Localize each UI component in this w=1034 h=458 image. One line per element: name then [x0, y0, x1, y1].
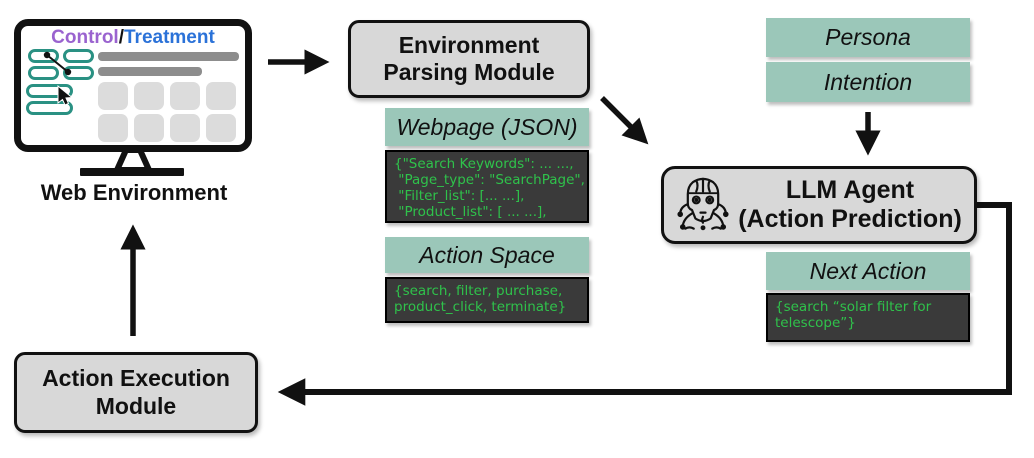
code-line: product_click, terminate} [394, 299, 567, 315]
code-line: "Page_type": "SearchPage", [394, 172, 585, 188]
title-separator: / [118, 27, 124, 48]
monitor-stand-base [80, 168, 184, 176]
environment-parsing-module[interactable]: Environment Parsing Module [348, 20, 590, 98]
monitor-stand-neck [113, 150, 153, 170]
code-line: {search, filter, purchase, [394, 283, 563, 299]
screen-title: Control/Treatment [21, 27, 245, 49]
arrow-parser-to-agent [600, 96, 649, 145]
code-line: telescope”} [775, 315, 856, 331]
content-bar [98, 52, 239, 61]
cursor-icon [57, 84, 74, 106]
persona-label: Persona [825, 24, 911, 50]
action-space-label: Action Space [419, 241, 555, 268]
swap-dot [64, 68, 72, 76]
code-line: {"Search Keywords": ... ..., [394, 156, 574, 172]
product-tile[interactable] [206, 82, 236, 110]
module-label-line: Module [95, 392, 177, 419]
product-tile[interactable] [170, 114, 200, 142]
option-pill[interactable] [63, 66, 94, 80]
monitor-screen: Control/Treatment [21, 26, 245, 145]
intention-box: Intention [766, 62, 970, 102]
module-label-line: (Action Prediction) [738, 205, 962, 233]
action-space-header: Action Space [385, 237, 589, 273]
action-space-code: {search, filter, purchase, product_click… [385, 277, 589, 323]
code-line: "Filter_list": [... ...], [394, 188, 525, 204]
webpage-json-header: Webpage (JSON) [385, 108, 589, 146]
variant-swap-overlay [43, 51, 74, 106]
module-label-line: Parsing Module [383, 59, 555, 85]
swap-line [46, 54, 69, 73]
content-bar [98, 67, 202, 76]
intention-label: Intention [823, 68, 913, 95]
code-line: "Product_list": [ ... ...], [394, 204, 547, 220]
option-pill[interactable] [26, 101, 73, 115]
module-label-line: LLM Agent [785, 175, 915, 204]
option-pill[interactable] [28, 66, 59, 80]
robot-icon [677, 177, 729, 231]
next-action-code: {search “solar filter for telescope”} [766, 293, 970, 342]
product-tile[interactable] [98, 114, 128, 142]
swap-dot [43, 51, 51, 59]
module-label-line: Action Execution [42, 365, 230, 392]
action-execution-module[interactable]: Action Execution Module [14, 352, 258, 433]
web-environment-monitor: Control/Treatment [14, 19, 252, 152]
product-tile[interactable] [98, 82, 128, 110]
webpage-json-label: Webpage (JSON) [396, 113, 578, 140]
web-environment-label: Web Environment [40, 180, 228, 205]
product-tile[interactable] [206, 114, 236, 142]
code-line: {search “solar filter for [775, 299, 932, 315]
treatment-label: Treatment [124, 27, 215, 48]
product-tile[interactable] [134, 114, 164, 142]
module-label-line: Environment [398, 31, 540, 58]
webpage-json-code: {"Search Keywords": ... ..., "Page_type"… [385, 150, 589, 223]
next-action-label: Next Action [809, 257, 927, 284]
product-tile[interactable] [134, 82, 164, 110]
control-label: Control [51, 27, 119, 48]
persona-box: Persona [766, 18, 970, 57]
product-tile[interactable] [170, 82, 200, 110]
next-action-header: Next Action [766, 252, 970, 290]
option-pill[interactable] [63, 49, 94, 63]
llm-agent-module[interactable]: LLM Agent (Action Prediction) [661, 166, 977, 244]
